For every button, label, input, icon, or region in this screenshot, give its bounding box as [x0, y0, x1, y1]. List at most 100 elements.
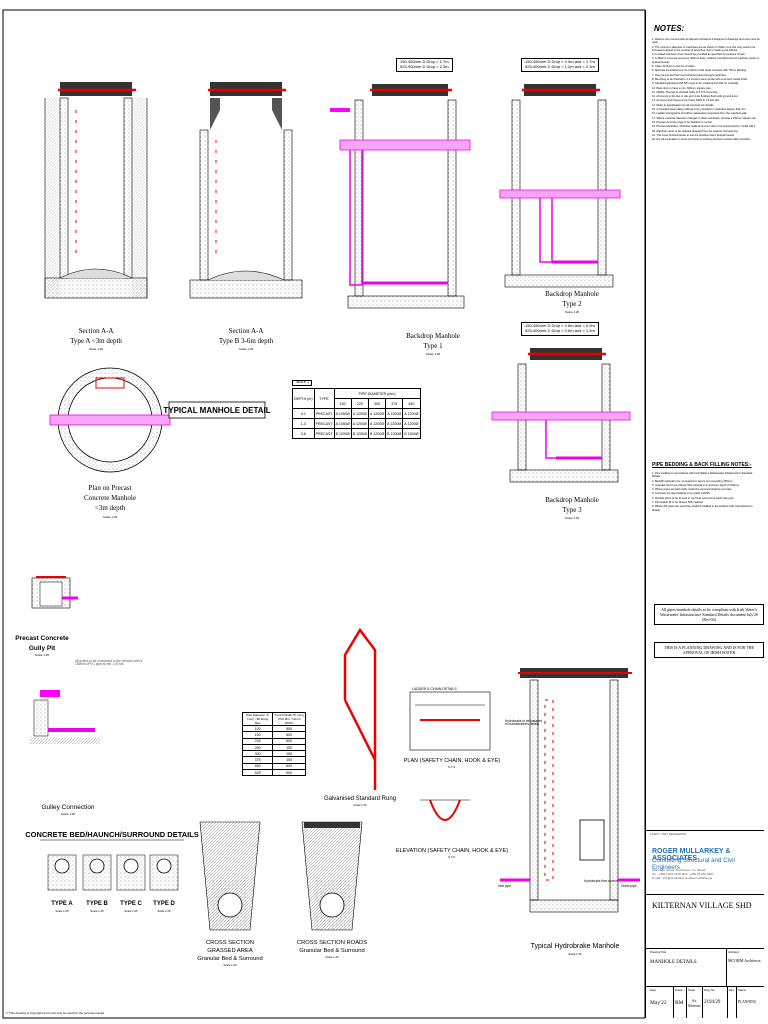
bed-type-b-label: TYPE B [86, 901, 108, 907]
drop-box-1-line-1: 150-450mm D Drop > 1.7m [400, 59, 449, 64]
cross-section-roads [301, 821, 363, 931]
bed-type-c-scale: Scale 1:25 [124, 909, 138, 913]
bed-type-d-label: TYPE D [153, 901, 175, 907]
roads-scale: Scale 1:25 [325, 955, 339, 959]
hydrobrake-title: Typical Hydrobrake Manhole [531, 943, 620, 950]
type-b-title: Section A-A [229, 327, 264, 335]
cell: 0-1 [292, 408, 315, 419]
pipe-table-type-header: TYPE [313, 388, 335, 409]
type-b-subtitle: Type B 3-6m depth [219, 337, 274, 345]
note-item: 18. Precast concrete rings to be bedded … [652, 120, 713, 124]
bed-type-b [82, 854, 112, 891]
drawing-title-label: Drawing Title [650, 950, 667, 954]
gully-conn-scale: Scale 1:25 [61, 812, 76, 816]
rung-title: Galvanised Standard Rung [324, 796, 396, 802]
status-value: PLANNING [738, 1000, 757, 1004]
backdrop1-subtitle: Type 1 [423, 342, 443, 350]
chain-elevation [420, 799, 470, 821]
note-item: 12. All covers to be cast in situ and to… [652, 95, 739, 99]
note-item: 4. A 450mm concrete surround, 450mm deep… [652, 57, 760, 64]
gully-conn-title: Gulley Connection [41, 804, 94, 811]
bed-type-a-scale: Scale 1:25 [55, 909, 69, 913]
galvanised-rung [343, 627, 377, 790]
firm-address: Stanmore House, Dunboyne, Co. Meath [652, 868, 706, 872]
backdrop-type-2 [499, 84, 621, 288]
ladder-plan-scale: N.T.S. [448, 765, 456, 769]
notes-title: NOTES: [654, 24, 685, 33]
cell: A 1050Ø [333, 418, 352, 429]
table-row: 0-1 PRECAST A 1050Ø A 1200Ø A 1200Ø A 12… [292, 408, 421, 419]
drop-box-2-line-2: 525-900mm D Drop > 1.2m and < 2.3m [525, 63, 595, 69]
pipe-bedding-item: 4. Where pipes are laid under roads the … [652, 488, 733, 492]
backdrop3-title: Backdrop Manhole [545, 496, 599, 504]
ladder-plan-title: PLAN (SAFETY CHAIN, HOOK & EYE) [404, 758, 501, 764]
note-item: 14. Refer to specification for all concr… [652, 103, 715, 107]
project-name: KILTERNAN VILLAGE SHD [652, 901, 752, 910]
drawing-title: MANHOLE DETAILS [650, 960, 697, 965]
typical-detail-title: TYPICAL MANHOLE DETAIL [163, 406, 270, 415]
note-item: 11. 225dia. Precast 1L/1 Road Gully to 5… [652, 90, 719, 94]
drop-box-1: 150-450mm D Drop > 1.7m 525-900mm D Drop… [396, 58, 453, 72]
cell: A 1200Ø [367, 418, 387, 429]
type-b-scale: Scale 1:25 [239, 347, 254, 351]
pipe-bedding-item: 3. Granular bed to be Clause 503 materia… [652, 483, 740, 487]
hydrobrake-manhole [500, 668, 640, 913]
note-item: 8. Benching to be finished in 1:1 cement… [652, 77, 748, 81]
grassed-scale: Scale 1:25 [223, 963, 237, 967]
title-block [646, 830, 764, 1019]
note-item: 7. Use pre-formed half round channel pip… [652, 73, 727, 77]
drawing-area: Section A-A Type A <3m depth Scale 1:25 … [2, 9, 645, 1019]
trench-table: Pipe Diameter 'A' (mm) <90 Rung Max Tren… [241, 712, 306, 777]
bed-type-c [116, 854, 146, 891]
bed-title: CONCRETE BED/HAUNCH/SURROUND DETAILS [25, 830, 199, 839]
note-item: 5. Class 20 finish to the top of slabs. [652, 65, 696, 69]
drop-box-2-line-1: 150-450mm D Drop > 0.9m and < 1.7m [525, 59, 595, 64]
firm-subtitle: Consulting Structural and Civil Engineer… [652, 857, 735, 871]
note-item: 1. Read to not proceed with all relevant… [652, 38, 760, 45]
bed-type-c-label: TYPE C [120, 901, 142, 907]
divider [646, 894, 764, 895]
firm-name: ROGER MULLARKEY & ASSOCIATES [652, 848, 731, 862]
hydrobrake-label-outlet: Outlet pipe [621, 884, 637, 888]
cell: A 1200Ø [385, 408, 404, 419]
cell: A 1200Ø [367, 408, 387, 419]
pipe-table-header: PIPE DIAMETER (mm) [333, 388, 421, 399]
architect-name: MCORM Architects [728, 958, 761, 963]
gully-title-2: Gully Pit [29, 645, 56, 652]
ladder-plan [409, 691, 491, 751]
divider [727, 986, 728, 1018]
pipe-bedding-item: 2. Backfill material to be compacted in … [652, 479, 734, 483]
roads-title-1: CROSS SECTION ROADS [297, 940, 367, 946]
note-item: 9. Standard galvanised Mi 5/5 rungs to b… [652, 82, 739, 86]
pipe-col: 225 [350, 398, 369, 409]
cell: B 1200Ø [367, 428, 387, 439]
section-type-a [44, 82, 148, 299]
rung-scale: Scale 1:10 [353, 803, 367, 807]
note-item: 21. The cover finished levels to suit th… [652, 133, 735, 137]
firm-contact: Stanmore House, Dunboyne, Co. Meath Tel … [652, 868, 760, 880]
drop-box-1-line-2: 525-900mm D Drop > 2.3m [400, 63, 449, 69]
cell: PRECAST [313, 408, 335, 419]
pipe-table-label: TABLE 1 [292, 380, 313, 386]
trench-col-1: Pipe Diameter 'A' (mm) <90 Rung Max [241, 712, 274, 726]
notes-list: 1. Read to not proceed with all relevant… [652, 38, 760, 142]
gully-connection [30, 690, 100, 744]
cell: A 1200Ø [402, 418, 421, 429]
drawn-label: Drawn [675, 988, 684, 992]
type-a-scale: Scale 1:25 [89, 347, 104, 351]
plan-subtitle-1: Concrete Manhole [84, 494, 136, 502]
chain-elev-title: ELEVATION (SAFETY CHAIN, HOOK & EYE) [396, 848, 508, 854]
divider [686, 986, 687, 1018]
plan-precast-manhole [49, 367, 171, 473]
hydrobrake-note: Hydrobrake to be installed to manufactur… [505, 719, 543, 727]
pipe-bedding-item: 7. Permeable fill to be Clause 505 mater… [652, 501, 704, 505]
pipe-bedding-item: 1. Pipe bedding in accordance with Irish… [652, 472, 753, 479]
dwg-value: 2194/29 [704, 1000, 721, 1005]
dwg-label: Dwg. No. [704, 988, 716, 992]
footer-copyright: © This drawing is Copyright and must onl… [6, 1011, 105, 1015]
date-label: Date [650, 988, 656, 992]
roads-title-2: Granular Bed & Surround [299, 948, 364, 954]
pipe-col: 375 [385, 398, 404, 409]
drop-box-3-line-2: 525-900mm D Drop > 0.6m and < 1.2m [525, 327, 595, 333]
type-a-title: Section A-A [79, 327, 114, 335]
